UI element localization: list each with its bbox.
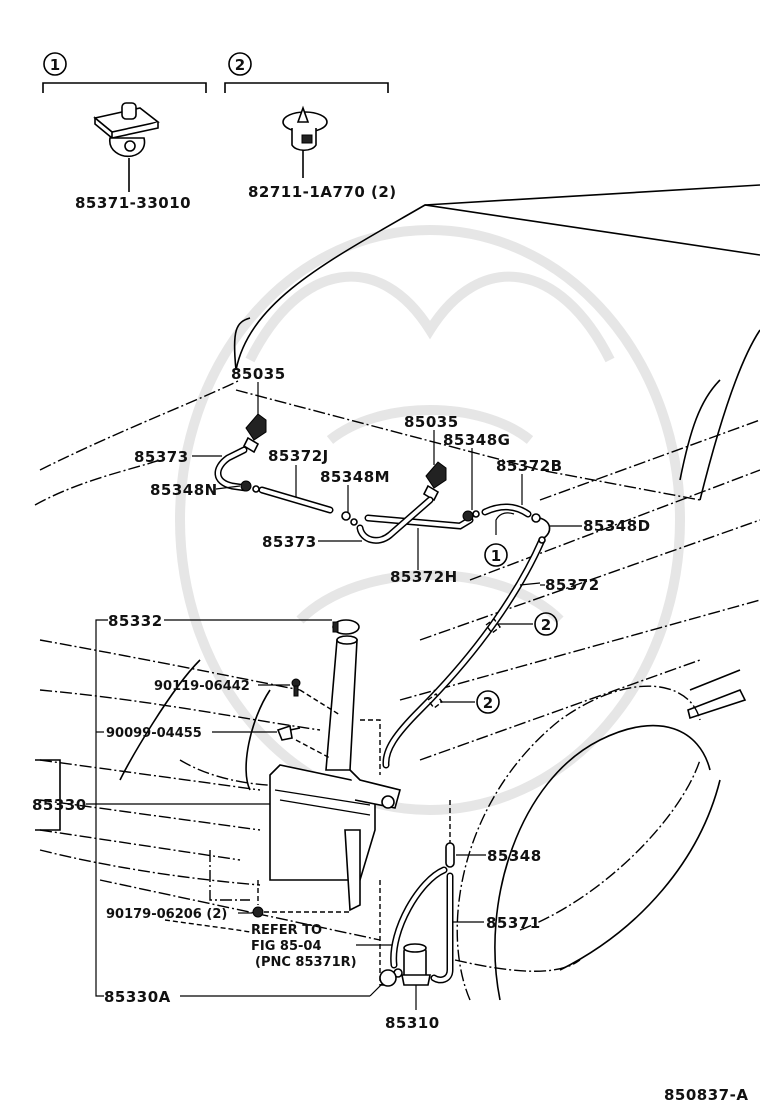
callout-labels: 85035 85373 85348N 85372J 85348M 85373 8…	[32, 365, 651, 1032]
label-85348G: 85348G	[443, 431, 511, 449]
ref-circle-1	[43, 52, 67, 76]
filler-neck	[325, 639, 358, 771]
clip-reference-markers: 1 2 2	[476, 543, 558, 714]
left-washer-nozzle	[242, 413, 267, 454]
detail-group-1: 1 85371-33010	[42, 52, 207, 212]
label-85330: 85330	[32, 796, 87, 814]
label-85035-left: 85035	[231, 365, 286, 383]
label-85348: 85348	[487, 847, 542, 865]
connector-85348G	[462, 510, 480, 522]
connector-85348D	[531, 513, 551, 544]
ref-number: 2	[235, 56, 245, 74]
figure-code: 850837-A	[664, 1086, 748, 1104]
part-number-82711-1A770: 82711-1A770 (2)	[248, 183, 397, 201]
label-85332: 85332	[108, 612, 163, 630]
washer-pump-assembly	[379, 800, 455, 987]
label-85310: 85310	[385, 1014, 440, 1032]
note-line-1: REFER TO	[251, 923, 322, 938]
label-85348M: 85348M	[320, 468, 390, 486]
clamp-part-icon	[93, 102, 160, 158]
ref-circle-2	[228, 52, 252, 76]
clip-marker	[485, 618, 501, 634]
group-bracket	[224, 82, 389, 93]
label-90179-06206: 90179-06206 (2)	[106, 907, 227, 922]
bolt-90119	[291, 678, 301, 697]
right-washer-nozzle	[422, 461, 447, 502]
clip-ref-2: 2	[483, 694, 493, 712]
washer-reservoir	[252, 619, 401, 986]
part-number-85371-33010: 85371-33010	[75, 194, 191, 212]
label-85035-right: 85035	[404, 413, 459, 431]
note-line-2: FIG 85-04	[251, 939, 322, 954]
clip-ref-1: 1	[491, 547, 501, 565]
label-90099-04455: 90099-04455	[106, 726, 202, 741]
label-85373-lower: 85373	[262, 533, 317, 551]
connector-85348	[445, 842, 455, 868]
clip-90099	[276, 724, 301, 741]
connector-85348N	[240, 480, 260, 493]
washer-hose-assembly	[214, 413, 551, 769]
detail-group-2: 2 82711-1A770 (2)	[224, 52, 397, 201]
label-85348N: 85348N	[150, 481, 218, 499]
clip-ref-2: 2	[541, 616, 551, 634]
group-bracket	[42, 82, 207, 93]
bolt-90179	[252, 906, 264, 918]
label-85372H: 85372H	[390, 568, 458, 586]
vehicle-body-outline	[34, 184, 760, 1001]
label-90119-06442: 90119-06442	[154, 679, 250, 694]
watermark-emblem	[175, 225, 685, 815]
label-85373-upper: 85373	[134, 448, 189, 466]
ref-number: 1	[50, 56, 60, 74]
grommet-85330A	[379, 969, 397, 987]
label-85330A: 85330A	[104, 988, 171, 1006]
label-85372B: 85372B	[496, 457, 563, 475]
label-85372J: 85372J	[268, 447, 329, 465]
reference-note: REFER TO FIG 85-04 (PNC 85371R)	[164, 919, 357, 970]
label-85348D: 85348D	[583, 517, 651, 535]
push-clip-icon	[282, 105, 328, 152]
label-85372: 85372	[545, 576, 600, 594]
note-line-3: (PNC 85371R)	[255, 955, 357, 970]
label-85371: 85371	[486, 914, 541, 932]
callout-leaders	[86, 382, 582, 1010]
connector-85348M	[341, 511, 358, 526]
